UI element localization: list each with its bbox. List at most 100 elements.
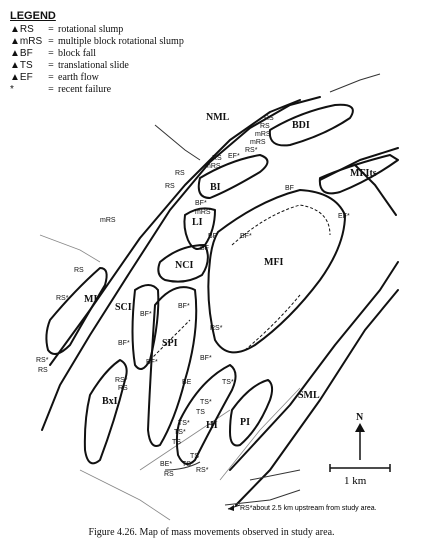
area-label-bxi: BxI <box>102 396 118 407</box>
island-pi <box>229 379 274 447</box>
area-label-mfits: MFIts <box>350 168 377 179</box>
legend-equals: = <box>48 84 54 95</box>
failure-label: mRS <box>100 217 116 224</box>
legend-description: multiple block rotational slump <box>58 36 184 47</box>
failure-label: RS <box>164 471 174 478</box>
failure-label: BF* <box>240 233 252 240</box>
failure-label: RS* <box>210 325 223 332</box>
failure-label: RS <box>118 385 128 392</box>
area-label-bi: BI <box>210 182 221 193</box>
failure-label: RS* <box>56 295 69 302</box>
legend-description: translational slide <box>58 60 129 71</box>
failure-label: mRS <box>205 163 221 170</box>
failure-label: BF* <box>140 311 152 318</box>
failure-label: TS <box>196 409 205 416</box>
legend-title: LEGEND <box>10 10 56 22</box>
area-label-spi: SPI <box>162 338 178 349</box>
legend-equals: = <box>48 24 54 35</box>
area-label-sci: SCI <box>115 302 132 313</box>
figure-caption: Figure 4.26. Map of mass movements obser… <box>88 527 335 538</box>
legend-item: ▲mRS = multiple block rotational slump <box>10 36 270 48</box>
legend-code: * <box>10 84 14 95</box>
legend-code: ▲mRS <box>10 36 43 47</box>
upstream-note: RS*about 2.5 km upstream from study area… <box>227 504 377 512</box>
legend-code: ▲RS <box>10 24 34 35</box>
failure-label: mRS <box>250 139 266 146</box>
failure-label: TS* <box>182 461 194 468</box>
island-mfi <box>207 189 346 354</box>
island-bi <box>197 154 269 199</box>
failure-labels: RS RS mRS mRS RS* EF* RS mRS RS RS BF* m… <box>36 115 350 478</box>
area-label-pi: PI <box>240 417 250 428</box>
area-label-mi: MI <box>84 294 97 305</box>
area-label-mfi: MFI <box>264 257 284 268</box>
legend-equals: = <box>48 60 54 71</box>
failure-label: BF* <box>178 303 190 310</box>
legend-equals: = <box>48 36 54 47</box>
area-labels: NML BDI MFIts BI LI NCI MFI MI SCI SPI B… <box>84 112 377 431</box>
failure-label: TS* <box>222 379 234 386</box>
failure-label: RS <box>74 267 84 274</box>
failure-label: mRS <box>255 131 271 138</box>
island-outlines <box>45 73 399 471</box>
legend-description: earth flow <box>58 72 99 83</box>
island-mfits <box>318 154 399 195</box>
north-label: N <box>356 412 364 423</box>
area-label-sml: SML <box>298 390 320 401</box>
failure-label: BF <box>208 233 217 240</box>
failure-label: RS <box>38 367 48 374</box>
area-label-nml: NML <box>206 112 230 123</box>
failure-label: EF* <box>338 213 350 220</box>
failure-label: TS* <box>174 429 186 436</box>
legend-item: ▲RS = rotational slump <box>10 24 270 36</box>
failure-label: TS <box>190 453 199 460</box>
legend-code: ▲TS <box>10 60 33 71</box>
island-hi <box>175 364 237 465</box>
failure-label: RS <box>212 155 222 162</box>
failure-label: BE* <box>160 461 172 468</box>
failure-label: TS <box>172 439 181 446</box>
failure-label: RS <box>165 183 175 190</box>
failure-label: EF* <box>228 153 240 160</box>
legend-description: block fall <box>58 48 97 59</box>
failure-label: BF* <box>118 340 130 347</box>
failure-label: RS <box>264 115 274 122</box>
legend-code: ▲BF <box>10 48 33 59</box>
failure-label: RS* <box>245 147 258 154</box>
scale-bar-label: 1 km <box>344 475 367 487</box>
failure-label: mRS <box>195 209 211 216</box>
legend-item: ▲BF = block fall <box>10 48 270 60</box>
island-nci <box>157 244 209 283</box>
upstream-note-text: RS*about 2.5 km upstream from study area… <box>240 505 377 512</box>
island-bdi <box>268 103 354 147</box>
failure-label: BF <box>285 185 294 192</box>
legend-item: ▲EF = earth flow <box>10 72 270 84</box>
failure-label: RS* <box>196 467 209 474</box>
north-arrow: N <box>355 412 365 460</box>
failure-label: BE <box>182 379 192 386</box>
legend-equals: = <box>48 72 54 83</box>
legend-description: rotational slump <box>58 24 124 35</box>
scale-bar: 1 km <box>329 464 391 487</box>
island-spi <box>147 286 198 447</box>
failure-label: BF <box>200 245 209 252</box>
failure-label: RS* <box>36 357 49 364</box>
area-label-bdi: BDI <box>292 120 310 131</box>
area-label-nci: NCI <box>175 260 193 271</box>
area-label-hi: HI <box>206 420 218 431</box>
failure-label: RS* <box>115 377 128 384</box>
failure-label: BF* <box>195 200 207 207</box>
legend-description: recent failure <box>58 84 112 95</box>
island-bxi <box>83 359 128 465</box>
failure-label: TS* <box>200 399 212 406</box>
failure-label: BF* <box>146 359 158 366</box>
failure-label: TS* <box>178 420 190 427</box>
legend-equals: = <box>48 48 54 59</box>
legend: LEGEND ▲RS = rotational slump ▲mRS = mul… <box>10 10 270 96</box>
failure-label: RS <box>260 123 270 130</box>
area-label-li: LI <box>192 217 203 228</box>
failure-label: BF* <box>200 355 212 362</box>
legend-item: ▲TS = translational slide <box>10 60 270 72</box>
